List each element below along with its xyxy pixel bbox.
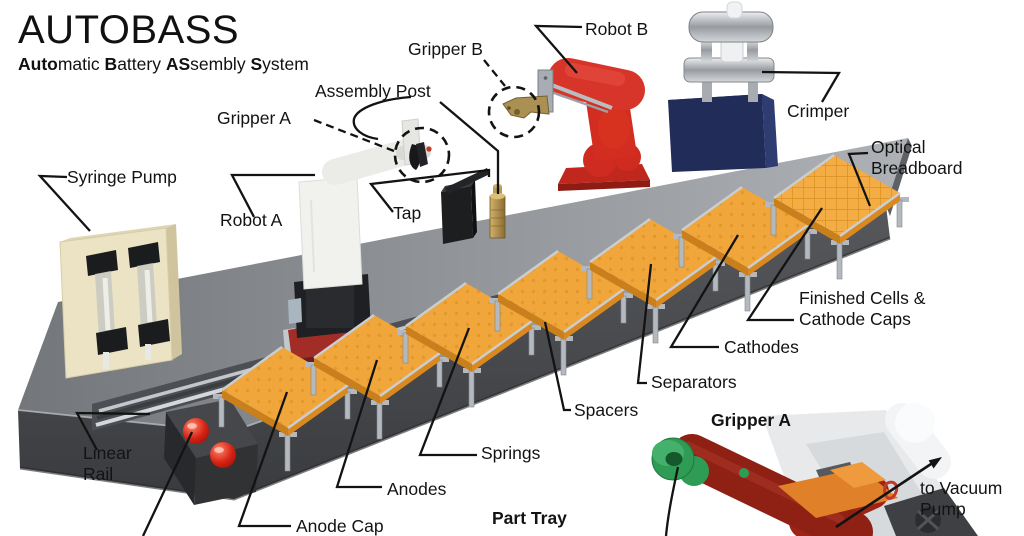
figure-title: AUTOBASS bbox=[18, 8, 240, 52]
label-anode-cap: Anode Cap bbox=[296, 516, 384, 536]
figure-subtitle: Automatic Battery ASsembly System bbox=[18, 54, 309, 74]
label-cathodes: Cathodes bbox=[724, 337, 799, 357]
label-syringe-pump: Syringe Pump bbox=[67, 167, 177, 187]
leader-syringe-pump bbox=[37, 174, 91, 232]
label-assembly-post: Assembly Post bbox=[315, 81, 431, 101]
leader-linear-rail bbox=[75, 411, 151, 451]
label-gripper-b: Gripper B bbox=[408, 39, 483, 59]
label-springs: Springs bbox=[481, 443, 541, 463]
label-linear-rail: Linear Rail bbox=[83, 443, 132, 484]
leader-assembly-post-curve bbox=[352, 95, 412, 141]
leader-assembly-post bbox=[439, 101, 500, 194]
crimper bbox=[668, 1, 778, 172]
syringe bbox=[128, 242, 170, 360]
tap bbox=[441, 168, 490, 244]
leader-anodes bbox=[335, 359, 382, 489]
gripper-a-callout-circle bbox=[393, 126, 451, 184]
label-robot-b: Robot B bbox=[585, 19, 649, 39]
syringe bbox=[86, 250, 128, 369]
leader-crimper bbox=[761, 70, 841, 103]
leader-separators bbox=[636, 263, 653, 385]
gripper-b-part bbox=[502, 69, 554, 119]
syringe-pump bbox=[59, 224, 182, 379]
label-optical-breadboard: Optical Breadboard bbox=[871, 137, 963, 178]
gripper-a-part bbox=[409, 142, 432, 170]
robot-b bbox=[502, 58, 650, 191]
label-separators: Separators bbox=[651, 372, 737, 392]
leader-suction-tip bbox=[664, 466, 680, 536]
leader-robot-a bbox=[230, 173, 315, 218]
leader-anode-cap bbox=[237, 391, 291, 528]
inset-gripper-a-closeup bbox=[651, 403, 978, 536]
label-part-tray: Part Tray bbox=[492, 508, 567, 528]
leader-tap bbox=[368, 168, 491, 213]
title-block: AUTOBASS Automatic Battery ASsembly Syst… bbox=[18, 8, 309, 75]
assembly-post bbox=[489, 184, 506, 239]
label-tap: Tap bbox=[393, 203, 422, 223]
label-anodes: Anodes bbox=[387, 479, 447, 499]
gripper-b-callout-circle bbox=[487, 85, 541, 139]
leader-lines bbox=[37, 24, 872, 536]
label-to-vacuum-pump: to Vacuum Pump bbox=[920, 478, 1003, 519]
leader-cathodes bbox=[668, 234, 739, 349]
gripper-arm bbox=[671, 434, 873, 536]
leader-spacers bbox=[543, 321, 571, 412]
anode-cap-part bbox=[183, 418, 209, 444]
leader-gripper-b bbox=[483, 59, 506, 87]
label-gripper-a: Gripper A bbox=[217, 108, 291, 128]
leader-optical-breadboard bbox=[847, 151, 872, 207]
leader-gripper-a bbox=[313, 118, 395, 153]
leader-robot-b bbox=[533, 24, 583, 74]
vacuum-arrow-icon bbox=[835, 457, 942, 529]
part-tray-7-finished-cells bbox=[765, 153, 909, 280]
leader-finished-cells bbox=[745, 207, 823, 322]
leader-springs bbox=[418, 327, 477, 457]
suction-tip bbox=[651, 437, 709, 486]
label-crimper: Crimper bbox=[787, 101, 850, 121]
label-finished-cells: Finished Cells & Cathode Caps bbox=[799, 288, 926, 329]
anode-cap-part bbox=[210, 442, 236, 468]
label-robot-a: Robot A bbox=[220, 210, 283, 230]
leader-anode-cap-offscreen bbox=[141, 431, 194, 536]
label-inset-gripper-a: Gripper A bbox=[711, 410, 792, 430]
label-spacers: Spacers bbox=[574, 400, 639, 420]
